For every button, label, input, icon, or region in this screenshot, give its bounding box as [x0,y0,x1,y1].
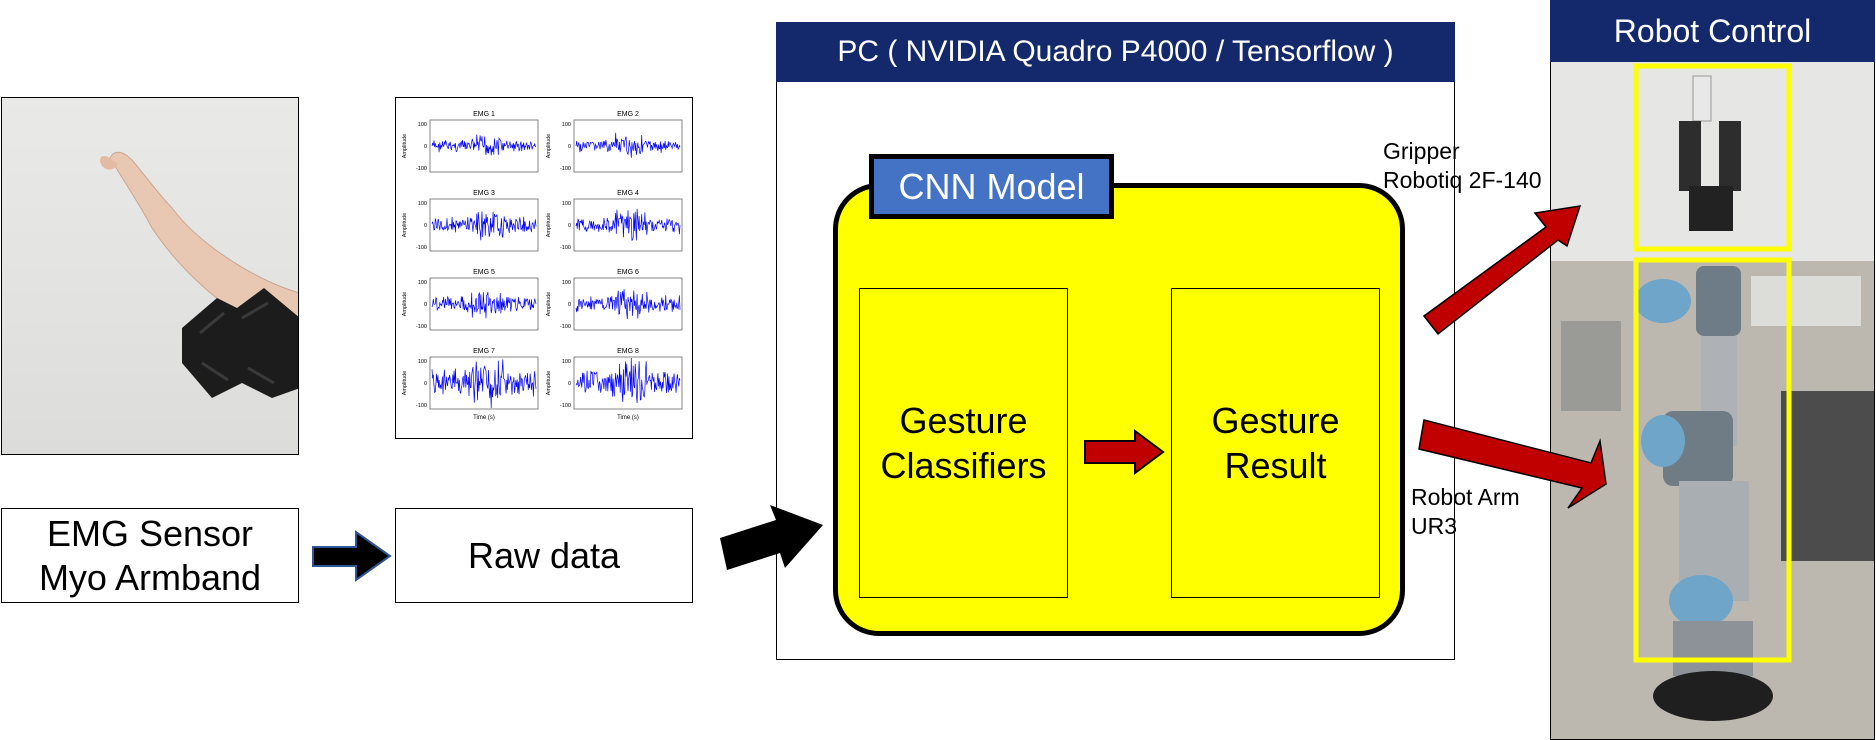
pc-title: PC ( NVIDIA Quadro P4000 / Tensorflow ) [776,22,1455,82]
subplot-frame [573,356,683,410]
subplot-y-label: Amplitude [546,134,552,158]
subplot-title: EMG 8 [617,348,639,355]
subplot-y-tick: 0 [568,302,571,308]
sensor-to-raw-arrow [312,530,392,582]
subplot-y-label: Amplitude [402,371,408,395]
emg-signal-panel: EMG 1 Amplitude 100 0 -100 EMG 2 Amplitude 100 0… [395,97,693,439]
emg-signal-line [575,289,681,320]
subplot-y-tick: 100 [562,122,571,128]
subplot-y-tick: 100 [418,122,427,128]
subplot-y-tick: 0 [424,144,427,150]
subplot-title: EMG 4 [617,190,639,197]
subplot-y-tick: -100 [560,245,571,251]
result-to-arm-arrow [1418,419,1607,509]
subplot-y-tick: -100 [416,245,427,251]
subplot-y-tick: 0 [568,381,571,387]
gesture-result-box: Gesture Result [1171,288,1380,598]
robot-control-title: Robot Control [1550,0,1875,62]
arm-illustration [99,151,298,398]
emg-signal-line [575,357,681,404]
subplot-title: EMG 7 [473,348,495,355]
subplot-title: EMG 1 [473,111,495,118]
subplot-title: EMG 2 [617,111,639,118]
emg-subplot: EMG 4 Amplitude 100 0 -100 [546,190,683,252]
subplot-y-tick: 0 [424,223,427,229]
subplot-y-tick: -100 [416,324,427,330]
subplot-y-tick: 0 [568,144,571,150]
subplot-y-label: Amplitude [402,134,408,158]
robot-arm-label: Robot Arm UR3 [1411,484,1520,539]
robot-arm-highlight-box [1633,257,1792,663]
emg-subplot: EMG 3 Amplitude 100 0 -100 [402,190,539,252]
cnn-model-label: CNN Model [869,154,1114,219]
subplot-y-tick: 0 [424,381,427,387]
subplot-y-tick: 100 [418,359,427,365]
raw-data-box: Raw data [395,508,693,603]
gripper-highlight-box [1633,63,1792,252]
emg-signal-plots: EMG 1 Amplitude 100 0 -100 EMG 2 Amplitude 100 0… [402,111,683,421]
emg-subplot: EMG 6 Amplitude 100 0 -100 [546,269,683,331]
subplot-y-tick: -100 [560,166,571,172]
subplot-y-tick: 0 [568,223,571,229]
subplot-y-tick: -100 [560,324,571,330]
subplot-y-tick: -100 [416,403,427,409]
subplot-x-label: Time (s) [473,415,495,421]
emg-signal-line [431,211,537,241]
result-to-gripper-arrow [1422,205,1582,336]
subplot-y-tick: 100 [418,280,427,286]
subplot-y-tick: 0 [424,302,427,308]
emg-subplot: EMG 1 Amplitude 100 0 -100 [402,111,539,173]
subplot-title: EMG 3 [473,190,495,197]
subplot-title: EMG 5 [473,269,495,276]
emg-subplot: EMG 2 Amplitude 100 0 -100 [546,111,683,173]
gesture-classifiers-box: Gesture Classifiers [859,288,1068,598]
subplot-y-label: Amplitude [402,292,408,316]
subplot-title: EMG 6 [617,269,639,276]
emg-sensor-box: EMG Sensor Myo Armband [1,508,299,603]
arm-photo [1,97,299,455]
subplot-y-label: Amplitude [402,213,408,237]
subplot-y-tick: -100 [560,403,571,409]
subplot-y-tick: 100 [418,201,427,207]
subplot-y-label: Amplitude [546,292,552,316]
subplot-y-tick: 100 [562,359,571,365]
emg-signal-line [575,132,681,158]
emg-signal-line [431,291,537,319]
subplot-frame [429,198,539,252]
subplot-y-label: Amplitude [546,371,552,395]
emg-signal-line [575,208,681,241]
subplot-y-tick: 100 [562,201,571,207]
emg-subplot: EMG 5 Amplitude 100 0 -100 [402,269,539,331]
subplot-y-tick: -100 [416,166,427,172]
subplot-x-label: Time (s) [617,415,639,421]
emg-signal-line [431,134,537,156]
gripper-label: Gripper Robotiq 2F-140 [1383,138,1542,193]
emg-signal-line [431,359,537,409]
classifier-to-result-arrow [1084,429,1165,475]
subplot-y-tick: 100 [562,280,571,286]
subplot-y-label: Amplitude [546,213,552,237]
raw-to-cnn-arrow [720,505,823,570]
